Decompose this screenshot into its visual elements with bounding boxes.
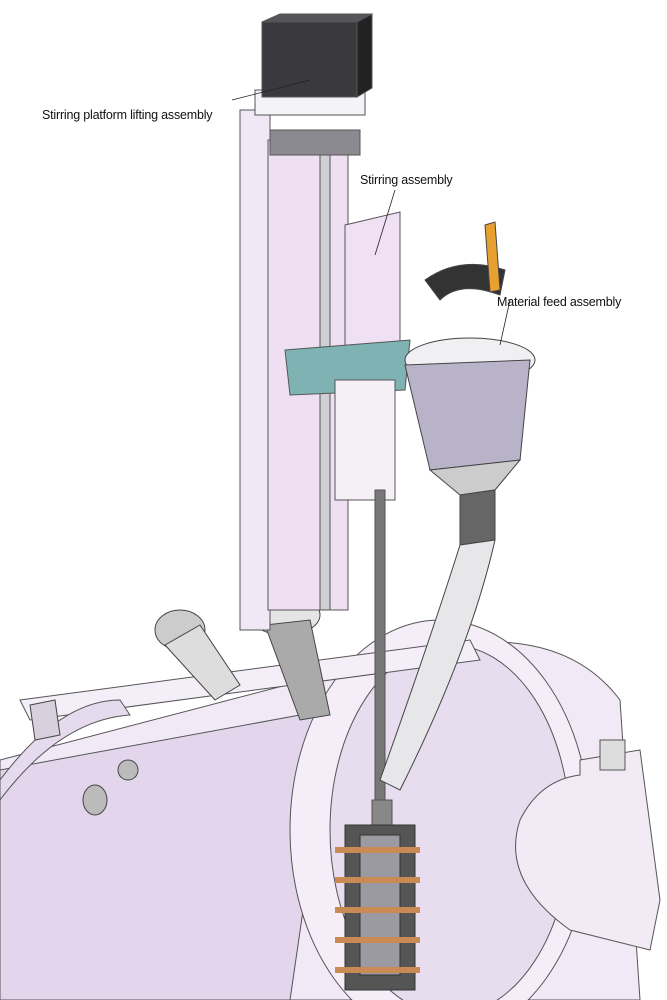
side-flange-ring [515,739,661,951]
label-stirring-platform-lifting-assembly: Stirring platform lifting assembly [42,108,213,122]
material-feed-assembly [379,221,536,791]
crucible-heater [335,824,420,991]
label-stirring-assembly: Stirring assembly [360,173,453,187]
leader-lines [231,79,511,346]
stirring-assembly [284,211,411,841]
label-material-feed-assembly: Material feed assembly [497,295,622,309]
